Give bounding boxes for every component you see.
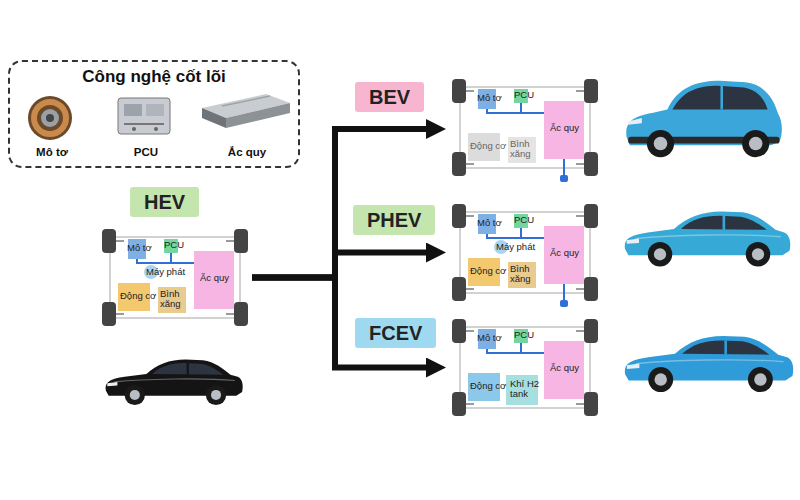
part-label: Ắc quy	[550, 123, 579, 133]
motor-rotor	[41, 109, 59, 127]
battery-block	[544, 226, 584, 284]
chassis-frame	[452, 319, 598, 416]
motor-icon	[28, 96, 72, 140]
part-label: Ắc quy	[550, 248, 579, 258]
part-label: Ắc quy	[200, 273, 229, 283]
fcev-car	[625, 336, 793, 392]
part-label: Máy phát	[146, 267, 185, 277]
part-label: Bình xăng	[160, 289, 190, 310]
power-wire	[487, 343, 544, 353]
bev-layout: BEVMô tơPCUẮc quyĐộng cơBình xăng	[450, 75, 600, 183]
part-label: Mô tơ	[477, 218, 502, 228]
part-label: Động cơ	[470, 141, 506, 151]
vehicle-type-label: HEV	[130, 187, 199, 217]
charge-cable	[563, 284, 565, 300]
battery-detail	[222, 96, 270, 106]
part-label: Động cơ	[470, 266, 506, 276]
part-label: Ắc quy	[550, 363, 579, 373]
part-label: Mô tơ	[477, 333, 502, 343]
part-label: PCU	[164, 240, 184, 250]
chassis-frame	[452, 79, 598, 176]
flow-arrow	[252, 253, 432, 278]
group-title: Công nghệ cốt lõi	[82, 68, 226, 87]
battery-block	[544, 341, 584, 399]
part-label: Khí H2 tank	[510, 379, 540, 400]
part-label: Bình xăng	[510, 139, 540, 160]
pcu-detail	[124, 123, 164, 125]
fcev-chassis-drawing	[452, 319, 598, 416]
charge-plug	[560, 175, 568, 182]
charge-cable	[563, 159, 565, 175]
motor-winding	[34, 102, 66, 134]
pcu-part	[146, 104, 164, 116]
battery-icon	[202, 94, 290, 128]
part-label: Động cơ	[120, 291, 156, 301]
motor-housing	[28, 96, 72, 140]
power-wire	[137, 253, 194, 263]
part-label: Bình xăng	[510, 264, 540, 285]
charge-plug	[560, 300, 568, 307]
chassis-frame	[102, 229, 248, 326]
battery-front	[226, 103, 290, 128]
pcu-icon	[118, 98, 170, 134]
battery-block	[544, 101, 584, 159]
pcu-case	[118, 98, 170, 134]
motor-shaft	[46, 114, 54, 122]
phev-chassis-drawing	[452, 204, 598, 307]
part-label: Động cơ	[470, 381, 506, 391]
vehicle-type-label: FCEV	[355, 318, 436, 348]
hev-car	[106, 359, 243, 405]
hev-chassis-drawing	[102, 229, 248, 326]
part-label: Mô tơ	[127, 243, 152, 253]
phev-car	[625, 211, 791, 266]
component-caption: PCU	[134, 146, 158, 159]
chassis-frame	[452, 204, 598, 301]
part-label: PCU	[514, 330, 534, 340]
part-label: PCU	[514, 90, 534, 100]
bev-chassis-drawing	[452, 79, 598, 182]
battery-block	[194, 251, 234, 309]
pcu-bolt	[132, 127, 136, 131]
flow-arrow	[252, 129, 432, 278]
vehicle-type-label: BEV	[355, 82, 424, 112]
vehicle-type-label: PHEV	[353, 205, 435, 235]
part-label: PCU	[514, 215, 534, 225]
part-label: Máy phát	[496, 242, 535, 252]
component-caption: Mô tơ	[36, 146, 68, 159]
fcev-layout: FCEVMô tơPCUẮc quyĐộng cơKhí H2 tank	[450, 315, 600, 420]
core-technology-box: Công nghệ cốt lõi Mô tơ PCU Ắc quy	[8, 60, 300, 168]
component-caption: Ắc quy	[228, 146, 266, 159]
part-label: Mô tơ	[477, 93, 502, 103]
hev-layout: HEVMô tơPCUMáy phátẮc quyĐộng cơBình xăn…	[100, 225, 250, 330]
pcu-part	[124, 104, 142, 116]
phev-layout: PHEVMô tơPCUMáy phátẮc quyĐộng cơBình xă…	[450, 200, 600, 305]
battery-side	[202, 108, 226, 128]
power-wire	[487, 103, 544, 113]
pcu-bolt	[154, 127, 158, 131]
power-wire	[487, 228, 544, 238]
bev-car	[626, 81, 782, 157]
